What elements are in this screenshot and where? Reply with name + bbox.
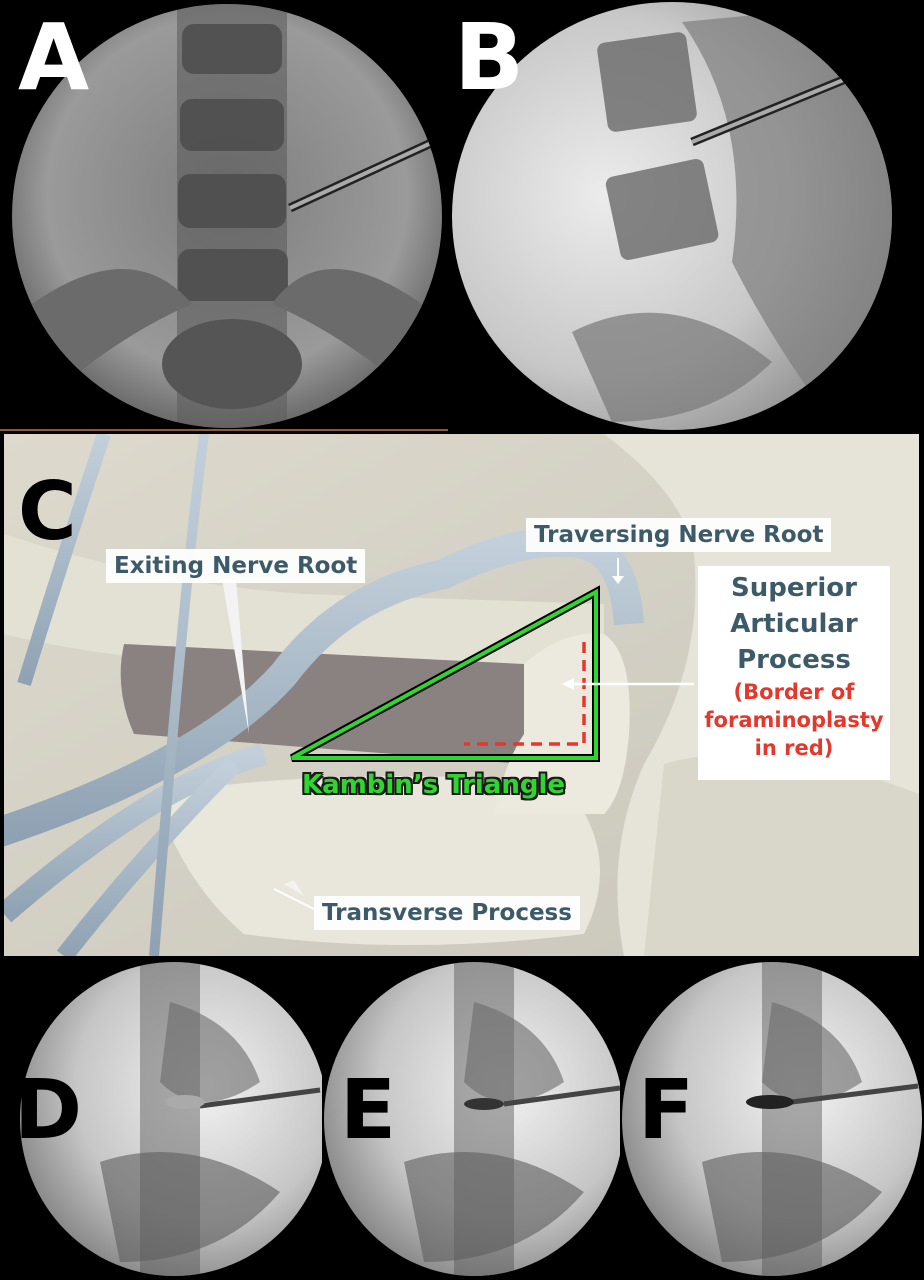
panel-f: F <box>620 958 924 1280</box>
label-exiting-nerve-root: Exiting Nerve Root <box>106 549 366 583</box>
label-sap-line-2: Articular <box>730 609 858 639</box>
panel-d: D <box>0 958 330 1280</box>
panel-letter-c: C <box>18 465 77 558</box>
note-border-line-1: (Border of <box>733 680 855 704</box>
xray-ap-view <box>12 4 442 428</box>
divider-line <box>0 429 448 431</box>
note-border-line-2: foraminoplasty <box>704 708 884 732</box>
xray-foraminoplasty-step <box>324 962 624 1276</box>
panel-letter-f: F <box>638 1063 695 1158</box>
panel-letter-a: A <box>18 4 90 111</box>
panel-letter-e: E <box>340 1063 397 1158</box>
panel-b: B <box>448 0 924 432</box>
panel-letter-b: B <box>454 4 525 111</box>
xray-lateral-view <box>452 2 892 430</box>
panel-letter-d: D <box>14 1063 83 1158</box>
label-transverse-process: Transverse Process <box>314 896 580 930</box>
label-kambins-triangle: Kambin’s Triangle <box>302 770 566 800</box>
xray-final-position <box>622 962 922 1276</box>
label-sap-line-1: Superior <box>731 573 857 603</box>
panel-e: E <box>322 958 626 1280</box>
xray-needle-placement <box>20 962 328 1276</box>
label-sap-line-3: Process <box>737 645 851 675</box>
note-border-line-3: in red) <box>754 736 834 760</box>
panel-a: A <box>0 0 448 432</box>
superior-articular-process-box: Superior Articular Process (Border of fo… <box>698 566 890 780</box>
panel-c: C Exiting Nerve Root Traversing Nerve Ro… <box>4 434 919 956</box>
label-traversing-nerve-root: Traversing Nerve Root <box>526 518 832 552</box>
